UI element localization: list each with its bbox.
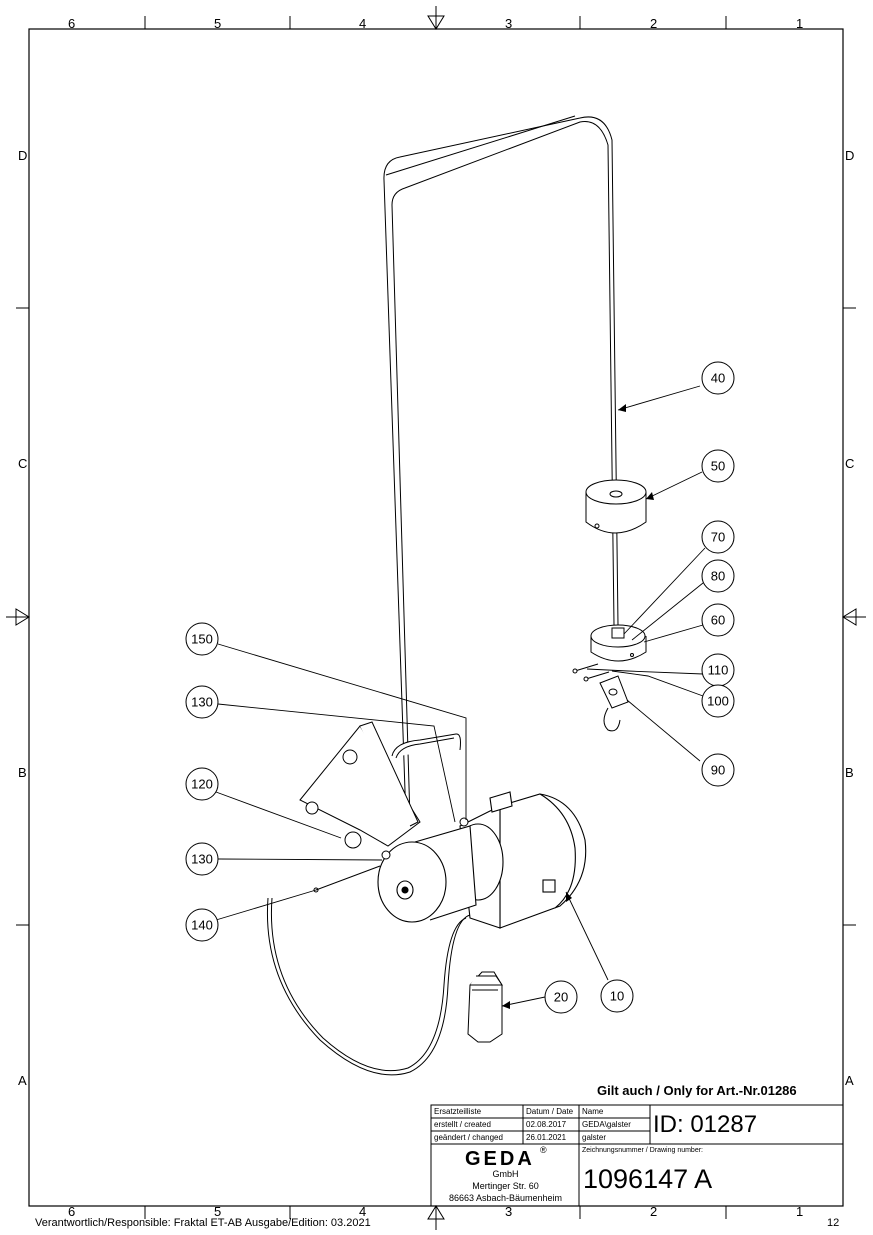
balloon-120: 120 [191, 777, 213, 792]
zone-row-c-left: C [18, 456, 28, 471]
bolts [572, 663, 610, 682]
zone-row-b-right: B [845, 765, 854, 780]
zone-col-2-top: 2 [650, 16, 658, 31]
zone-col-4-top: 4 [359, 16, 367, 31]
zone-col-1-top: 1 [796, 16, 804, 31]
title-changed-label: geändert / changed [434, 1133, 503, 1142]
registered-mark-icon: ® [540, 1145, 547, 1155]
balloon-50: 50 [711, 459, 725, 474]
company-logo: GEDA [465, 1148, 535, 1170]
zone-col-6-bottom: 6 [68, 1204, 76, 1219]
article-note: Gilt auch / Only for Art.-Nr.01286 [597, 1083, 797, 1098]
title-created-name: GEDA\galster [582, 1120, 631, 1129]
zone-row-c-right: C [845, 456, 855, 471]
balloon-130b-circle [185, 842, 219, 876]
balloon-150: 150 [191, 632, 213, 647]
balloon-10-circle [600, 979, 634, 1013]
company-form: GmbH [492, 1169, 519, 1179]
balloon-130a: 130 [191, 695, 213, 710]
balloon-70-circle [701, 520, 735, 554]
balloon-50-circle [701, 449, 735, 483]
zone-row-a-right: A [845, 1073, 854, 1088]
zone-col-4-bottom: 4 [359, 1204, 367, 1219]
balloon-40: 40 [711, 371, 725, 386]
zone-ticks [16, 16, 856, 1219]
hook [599, 675, 629, 732]
page-number: 12 [827, 1217, 840, 1229]
lower-cylinder [590, 624, 647, 662]
title-created-label: erstellt / created [434, 1120, 491, 1129]
balloon-90-circle [701, 753, 735, 787]
zone-col-3-bottom: 3 [505, 1204, 513, 1219]
title-datum-header: Datum / Date [526, 1107, 574, 1116]
company-street: Mertinger Str. 60 [472, 1181, 539, 1191]
balloon-130a-circle [185, 685, 219, 719]
balloon-20-circle [544, 980, 578, 1014]
hoist-motor [377, 791, 587, 929]
balloon-100: 100 [707, 694, 729, 709]
zone-row-d-left: D [18, 148, 28, 163]
leader-arrows [502, 404, 654, 1009]
title-ersatzteilliste: Ersatzteilliste [434, 1107, 482, 1116]
balloon-100-circle [701, 684, 735, 718]
balloon-150-circle [185, 622, 219, 656]
balloon-140-circle [185, 908, 219, 942]
balloon-120-circle [185, 767, 219, 801]
balloon-20: 20 [554, 990, 568, 1005]
zone-col-5-top: 5 [214, 16, 222, 31]
title-name-header: Name [582, 1107, 604, 1116]
title-created-date: 02.08.2017 [526, 1120, 567, 1129]
zone-col-5-bottom: 5 [214, 1204, 222, 1219]
drawing-number-label: Zeichnungsnummer / Drawing number: [582, 1147, 703, 1154]
centering-marks [6, 6, 866, 1230]
balloon-40-circle [701, 361, 735, 395]
balloon-140: 140 [191, 918, 213, 933]
zone-col-1-bottom: 1 [796, 1204, 804, 1219]
company-city: 86663 Asbach-Bäumenheim [448, 1193, 563, 1203]
title-changed-name: galster [582, 1133, 607, 1142]
bracket-frame [299, 721, 469, 860]
weight-cylinder [585, 479, 647, 534]
balloon-10: 10 [610, 989, 624, 1004]
id-value: ID: 01287 [653, 1111, 758, 1138]
footer-responsible: Verantwortlich/Responsible: Fraktal ET-A… [35, 1217, 371, 1229]
leader-lines [215, 385, 706, 1007]
control-cables [266, 865, 471, 1076]
drawing-number: 1096147 A [583, 1164, 713, 1194]
pendant-control [467, 971, 503, 1043]
title-changed-date: 26.01.2021 [526, 1133, 567, 1142]
zone-col-2-bottom: 2 [650, 1204, 658, 1219]
balloon-130b: 130 [191, 852, 213, 867]
balloon-70: 70 [711, 530, 725, 545]
zone-row-a-left: A [18, 1073, 27, 1088]
zone-col-3-top: 3 [505, 16, 513, 31]
balloon-80-circle [701, 559, 735, 593]
rope-loop [383, 115, 619, 821]
balloon-90: 90 [711, 763, 725, 778]
zone-row-b-left: B [18, 765, 27, 780]
zone-row-d-right: D [845, 148, 855, 163]
balloon-60: 60 [711, 613, 725, 628]
balloon-60-circle [701, 603, 735, 637]
balloon-110: 110 [708, 663, 729, 678]
zone-col-6-top: 6 [68, 16, 76, 31]
balloon-80: 80 [711, 569, 725, 584]
